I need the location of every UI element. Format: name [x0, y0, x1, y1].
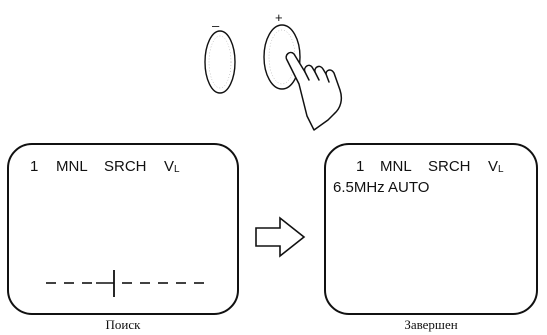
- caption-search: Поиск: [106, 317, 142, 332]
- channel-number: 1: [356, 158, 364, 175]
- mode-label: MNL: [56, 158, 88, 175]
- function-label: SRCH: [104, 158, 147, 175]
- vl-main: V: [488, 158, 498, 175]
- function-label: SRCH: [428, 158, 471, 175]
- channel-number: 1: [30, 158, 38, 175]
- vl-indicator: VL: [488, 158, 504, 175]
- vl-main: V: [164, 158, 174, 175]
- hollow-right-arrow-icon: [255, 216, 306, 258]
- screen-searching: 1 MNL SRCH VL: [7, 143, 239, 315]
- pointing-hand-icon: [285, 51, 343, 131]
- vl-sub: L: [174, 164, 180, 175]
- plus-label: +: [275, 10, 283, 25]
- minus-label: –: [212, 18, 220, 33]
- caption-completed: Завершен: [404, 317, 457, 332]
- vl-indicator: VL: [164, 158, 180, 175]
- screen-completed: 1 MNL SRCH VL 6.5MHz AUTO: [324, 143, 538, 315]
- vl-sub: L: [498, 164, 504, 175]
- mode-label: MNL: [380, 158, 412, 175]
- frequency-result: 6.5MHz AUTO: [333, 179, 429, 196]
- minus-button[interactable]: [204, 30, 236, 94]
